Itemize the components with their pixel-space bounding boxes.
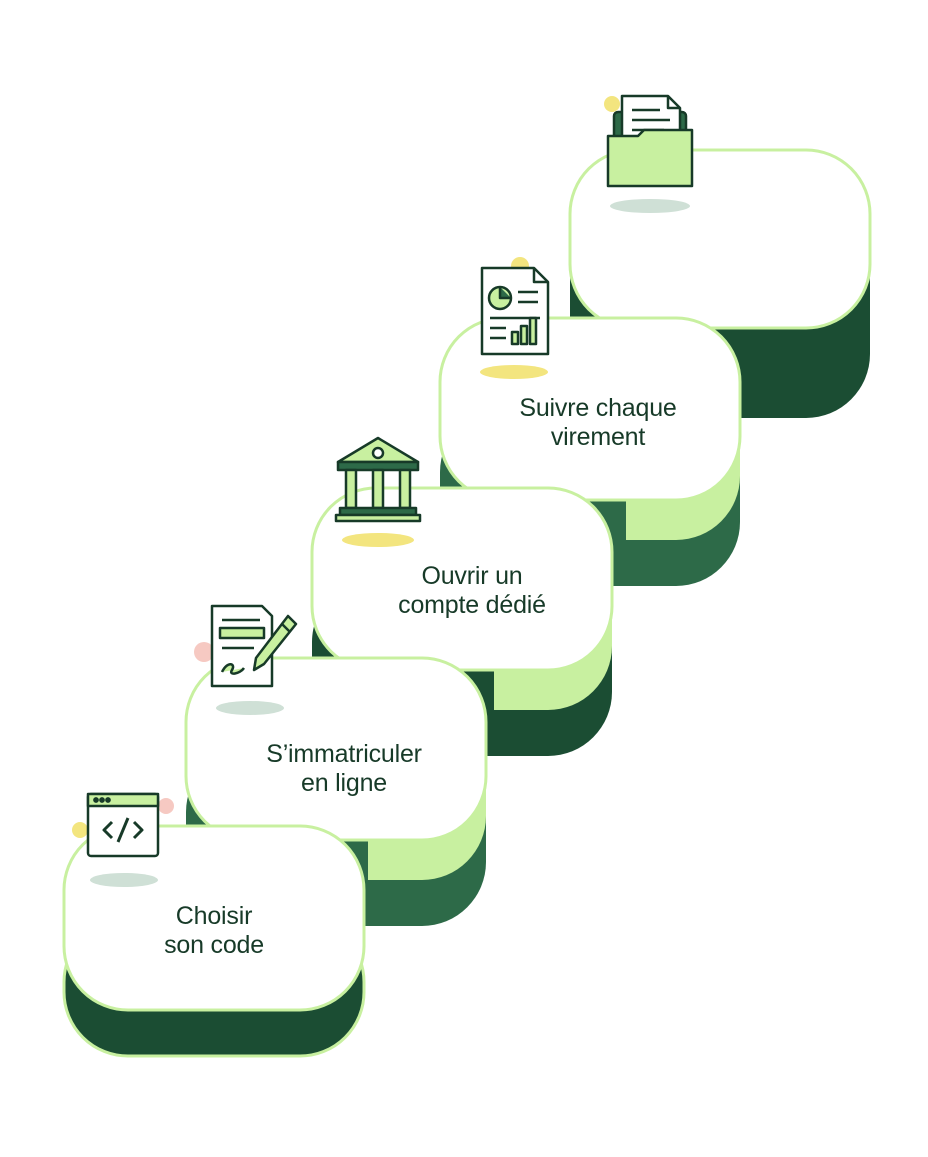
step-3-label: Ouvrir un compte dédié (322, 562, 622, 620)
document-folder-icon (604, 94, 694, 188)
report-chart-icon (480, 257, 550, 356)
step-4-label: Suivre chaque virement (448, 394, 748, 452)
step-4-label-line1: Suivre chaque (519, 394, 677, 422)
step-2-label: S’immatriculer en ligne (194, 740, 494, 798)
step-3-label-line2: compte dédié (398, 591, 546, 619)
code-window-icon (72, 792, 174, 858)
step-4-block (438, 316, 742, 586)
step-1-block (62, 824, 366, 1058)
step-3-label-line1: Ouvrir un (421, 562, 523, 590)
step-4-label-line2: virement (550, 423, 646, 451)
signed-document-icon (194, 604, 298, 688)
step-1-label: Choisir son code (64, 902, 364, 960)
bank-building-icon (334, 436, 422, 523)
step-2-label-line2: en ligne (301, 769, 387, 797)
step-1-label-line1: Choisir (175, 902, 253, 930)
step-2-label-line1: S’immatriculer (266, 740, 422, 768)
step-1-label-line2: son code (164, 931, 264, 959)
